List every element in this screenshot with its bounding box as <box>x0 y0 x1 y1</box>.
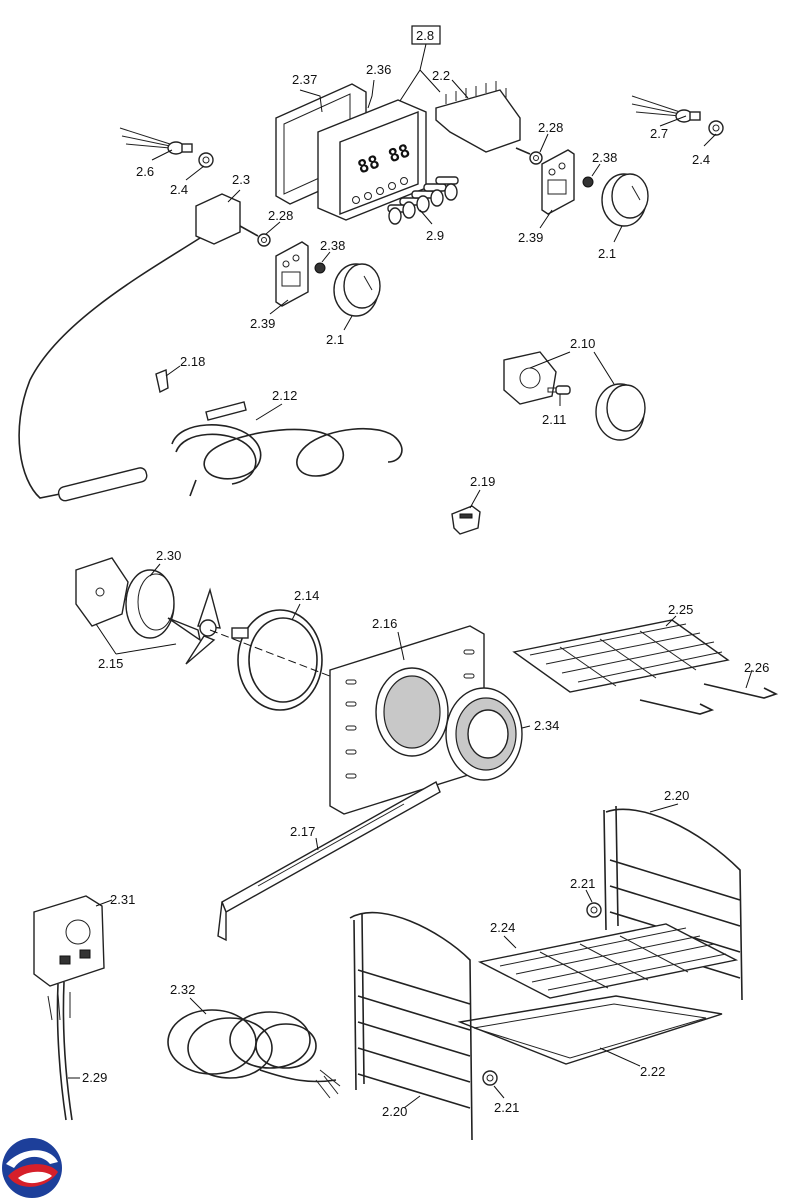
part-2-1-knob-left <box>333 263 381 317</box>
racks-group <box>349 619 779 1141</box>
wiring-group <box>33 895 341 1121</box>
part-2-21-screw-upper <box>586 902 602 918</box>
part-2-28-nut-left <box>257 233 271 247</box>
part-2-3-thermostat <box>18 193 259 502</box>
part-2-7-lamp-right <box>631 95 701 123</box>
part-2-10-lamp-holder <box>503 351 557 405</box>
label-2-25: 2.25 <box>668 602 693 617</box>
part-2-24-oven-grid <box>477 923 739 999</box>
part-2-18-clip <box>155 369 169 394</box>
label-2-20-right: 2.20 <box>664 788 689 803</box>
part-2-17-rail <box>217 780 441 942</box>
label-2-21-upper: 2.21 <box>570 876 595 891</box>
label-2-32: 2.32 <box>170 982 195 997</box>
part-labels: 2.37 2.36 2.2 2.28 2.38 2.7 2.4 2.6 2.4 … <box>82 62 769 1119</box>
label-2-1-left: 2.1 <box>326 332 344 347</box>
label-2-17: 2.17 <box>290 824 315 839</box>
label-2-36: 2.36 <box>366 62 391 77</box>
label-2-28-right: 2.28 <box>538 120 563 135</box>
label-2-22: 2.22 <box>640 1064 665 1079</box>
part-2-28-nut-right <box>529 151 543 165</box>
label-2-3: 2.3 <box>232 172 250 187</box>
part-2-14-circular-element <box>209 609 341 711</box>
label-2-26: 2.26 <box>744 660 769 675</box>
label-2-18: 2.18 <box>180 354 205 369</box>
fan-group <box>75 557 523 942</box>
part-2-22-drip-tray <box>457 995 723 1065</box>
part-2-38-spring-right <box>582 176 594 188</box>
part-2-1-knob-right <box>601 173 649 227</box>
label-2-37: 2.37 <box>292 72 317 87</box>
label-2-16: 2.16 <box>372 616 397 631</box>
part-2-21-screw-lower <box>482 1070 498 1086</box>
control-panel-group: 2.8 88 88 <box>18 25 724 502</box>
part-2-39-bracket-right <box>541 149 575 215</box>
part-2-2-selector-switch <box>435 81 531 155</box>
part-2-11-bulb <box>547 385 571 395</box>
leader-lines <box>68 79 753 1109</box>
part-2-15-fan-motor-plate <box>75 557 129 627</box>
part-2-20-side-rack-left <box>349 911 473 1141</box>
label-2-12: 2.12 <box>272 388 297 403</box>
label-2-21-lower: 2.21 <box>494 1100 519 1115</box>
part-2-4-lens-left <box>198 152 214 168</box>
part-2-20-side-rack-right <box>603 805 743 1001</box>
label-2-38-right: 2.38 <box>592 150 617 165</box>
part-2-38-spring-left <box>314 262 326 274</box>
part-2-34-seal-disc <box>445 687 523 781</box>
label-2-9: 2.9 <box>426 228 444 243</box>
label-2-4-left: 2.4 <box>170 182 188 197</box>
part-2-16-rear-panel <box>329 625 485 815</box>
label-2-24: 2.24 <box>490 920 515 935</box>
label-2-4-right: 2.4 <box>692 152 710 167</box>
label-2-7: 2.7 <box>650 126 668 141</box>
part-2-39-bracket-left <box>275 241 309 307</box>
label-2-6: 2.6 <box>136 164 154 179</box>
grill-lamp-group <box>155 351 646 535</box>
label-2-39-left: 2.39 <box>250 316 275 331</box>
label-2-15: 2.15 <box>98 656 123 671</box>
part-2-25-wire-shelf <box>512 619 730 693</box>
label-2-11: 2.11 <box>542 412 566 427</box>
brand-logo <box>2 1138 62 1198</box>
label-2-1-right: 2.1 <box>598 246 616 261</box>
label-2-19: 2.19 <box>470 474 495 489</box>
part-2-26-runners <box>639 683 779 715</box>
label-2-20-left: 2.20 <box>382 1104 407 1119</box>
label-2-14: 2.14 <box>294 588 319 603</box>
part-2-10-lamp-glass <box>595 383 646 441</box>
part-2-9-push-buttons <box>387 176 459 225</box>
part-2-19-hinge-clip <box>451 505 481 535</box>
label-2-39-right: 2.39 <box>518 230 543 245</box>
part-2-30-motor-disc <box>125 569 175 639</box>
label-2-38-left: 2.38 <box>320 238 345 253</box>
label-2-31: 2.31 <box>110 892 135 907</box>
label-2-34: 2.34 <box>534 718 559 733</box>
label-2-28-left: 2.28 <box>268 208 293 223</box>
part-2-12-grill-element <box>171 401 403 497</box>
part-2-32-wiring-harness <box>167 1009 341 1099</box>
part-2-29-mains-cable <box>47 981 73 1121</box>
label-2-2: 2.2 <box>432 68 450 83</box>
label-2-29: 2.29 <box>82 1070 107 1085</box>
label-2-30: 2.30 <box>156 548 181 563</box>
label-2-8: 2.8 <box>416 28 434 43</box>
part-2-15-fan-blade <box>167 587 221 665</box>
part-2-4-lens-right <box>708 120 724 136</box>
label-2-10: 2.10 <box>570 336 595 351</box>
part-2-6-lamp-left <box>119 127 193 155</box>
part-2-31-terminal-block <box>33 895 105 987</box>
